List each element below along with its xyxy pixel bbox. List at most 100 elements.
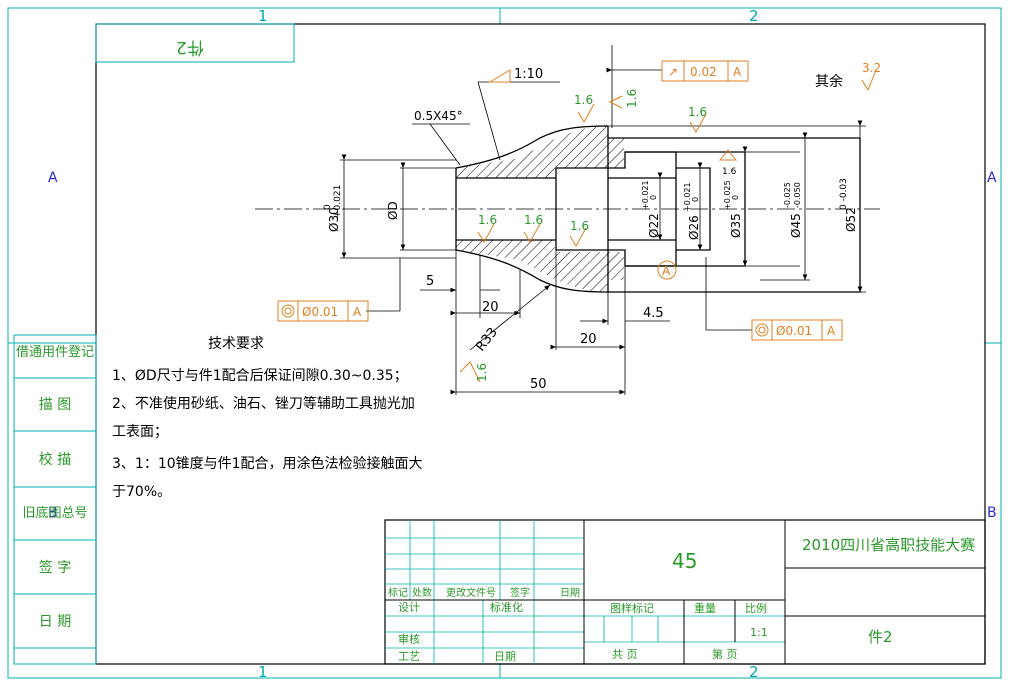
tb-date: 日期 <box>494 650 516 663</box>
rough-7: 1.6 <box>475 363 489 382</box>
side-row-5: 日 期 <box>39 614 71 630</box>
side-row-2: 校 描 <box>39 451 71 468</box>
notes-line-2: 工表面； <box>112 424 168 440</box>
rough-0: 1.6 <box>574 93 593 107</box>
dim-d30-tol-up: 0 <box>323 204 333 210</box>
dim-d52: Ø52 <box>844 207 858 232</box>
notes-line-4: 于70%。 <box>112 484 171 500</box>
zone-left-b: B <box>48 505 58 521</box>
notes-line-3: 3、1：10锥度与件1配合，用涂色法检验接触面大 <box>112 455 423 472</box>
tb-hdr-0: 标记 <box>388 587 408 599</box>
notes-title: 技术要求 <box>208 336 264 352</box>
dim-d30-tol-low: +0.021 <box>333 185 343 218</box>
dim-lines-left <box>340 154 456 259</box>
rough-6: 1.6 <box>570 219 589 233</box>
rest-roughness-icon <box>861 69 877 92</box>
datum-a: A <box>662 264 671 278</box>
dim-d22: Ø22 <box>647 213 661 238</box>
roughness-icons <box>459 95 738 383</box>
dim-d45: Ø45 <box>789 213 803 238</box>
side-row-1: 描 图 <box>39 397 71 413</box>
tb-sheet: 第 页 <box>712 647 738 661</box>
side-row-3: 旧底图总号 <box>22 505 87 521</box>
runout-icon: ↗ <box>668 65 678 79</box>
dim-D: ØD <box>386 201 400 220</box>
dim-d30: Ø30 <box>327 207 341 232</box>
dim-d22-tol-up: +0.021 <box>641 180 650 210</box>
tb-competition: 2010四川省高职技能大赛 <box>802 536 975 554</box>
len-50: 50 <box>530 377 547 392</box>
notes-line-1: 2、不准使用砂纸、油石、锉刀等辅助工具抛光加 <box>112 395 415 412</box>
tb-hdr-2: 更改文件号 <box>446 586 496 599</box>
side-table <box>13 334 97 665</box>
dim-d45-tol-low: -0.050 <box>793 182 802 208</box>
tb-review: 审核 <box>398 632 420 646</box>
rough-4: 1.6 <box>478 213 497 227</box>
side-row-0: 借通用件登记 <box>16 345 94 360</box>
corner-label: 件2 <box>176 37 204 57</box>
zone-top-2: 2 <box>749 7 759 25</box>
conc2-datum: A <box>827 324 836 338</box>
leaders <box>366 45 752 331</box>
conc2-value: Ø0.01 <box>776 324 812 338</box>
rest-roughness: 3.2 <box>862 61 881 75</box>
zone-top-1: 1 <box>258 7 268 25</box>
runout-datum: A <box>733 65 742 79</box>
zone-bottom-1: 1 <box>258 663 268 681</box>
tb-hdr-1: 处数 <box>412 586 432 599</box>
dim-d26-tol-low: 0 <box>691 197 700 202</box>
tb-drawing-mark: 图样标记 <box>610 601 654 615</box>
zone-right-b: B <box>987 505 997 521</box>
rough-1: 1.6 <box>625 89 639 108</box>
conc1-value: Ø0.01 <box>302 305 338 319</box>
dim-d35-tol-low: 0 <box>731 195 740 200</box>
rough-2: 1.6 <box>688 105 707 119</box>
len-20a: 20 <box>482 300 499 315</box>
dim-d35-tol-up: +0.025 <box>723 180 732 210</box>
len-5: 5 <box>426 274 434 289</box>
rough-5: 1.6 <box>524 213 543 227</box>
len-4-5: 4.5 <box>643 306 664 321</box>
dim-d26: Ø26 <box>687 215 701 240</box>
dim-d45-tol-up: -0.025 <box>783 182 792 208</box>
taper-icon <box>488 69 511 83</box>
tb-material: 45 <box>672 549 697 573</box>
hatch-upper <box>456 126 624 178</box>
chamfer-label: 0.5X45° <box>414 109 463 123</box>
tb-scale-value: 1:1 <box>750 626 768 639</box>
concentricity-frame-2 <box>751 319 843 341</box>
notes-line-0: 1、ØD尺寸与件1配合后保证间隙0.30~0.35； <box>112 368 408 384</box>
taper-label: 1:10 <box>514 67 543 82</box>
len-r33: R33 <box>473 325 501 354</box>
tb-hdr-3: 签字 <box>510 586 530 599</box>
dim-d22-tol-low: 0 <box>649 195 658 200</box>
dim-lines-right <box>608 120 866 293</box>
tb-hdr-4: 日期 <box>560 587 580 599</box>
dim-lines-length <box>420 250 670 395</box>
tb-standard: 标准化 <box>490 600 523 614</box>
zone-bottom-2: 2 <box>749 663 759 681</box>
side-row-4: 签 字 <box>39 559 71 576</box>
rough-3: 1.6 <box>722 167 737 177</box>
len-20b: 20 <box>580 332 597 347</box>
tb-process: 工艺 <box>398 650 420 663</box>
runout-frame <box>661 60 749 82</box>
tb-weight: 重量 <box>694 601 716 615</box>
title-block <box>384 519 986 665</box>
zone-right-a: A <box>987 170 997 186</box>
concentricity-frame-1 <box>277 300 369 322</box>
part-section <box>255 125 880 293</box>
dim-d26-tol-up: +0.021 <box>683 182 692 212</box>
dim-d52-tol: 0 -0.03 <box>839 178 849 210</box>
dim-d35: Ø35 <box>729 213 743 238</box>
conc1-datum: A <box>353 305 362 319</box>
tb-total: 共 页 <box>612 648 638 661</box>
hatch-lower <box>456 240 624 292</box>
tb-scale: 比例 <box>745 601 767 615</box>
rest-text: 其余 <box>815 73 843 90</box>
corner-label-box <box>95 23 295 63</box>
tb-design: 设计 <box>398 601 420 614</box>
outer-frame <box>7 7 1002 679</box>
runout-value: 0.02 <box>690 65 717 79</box>
